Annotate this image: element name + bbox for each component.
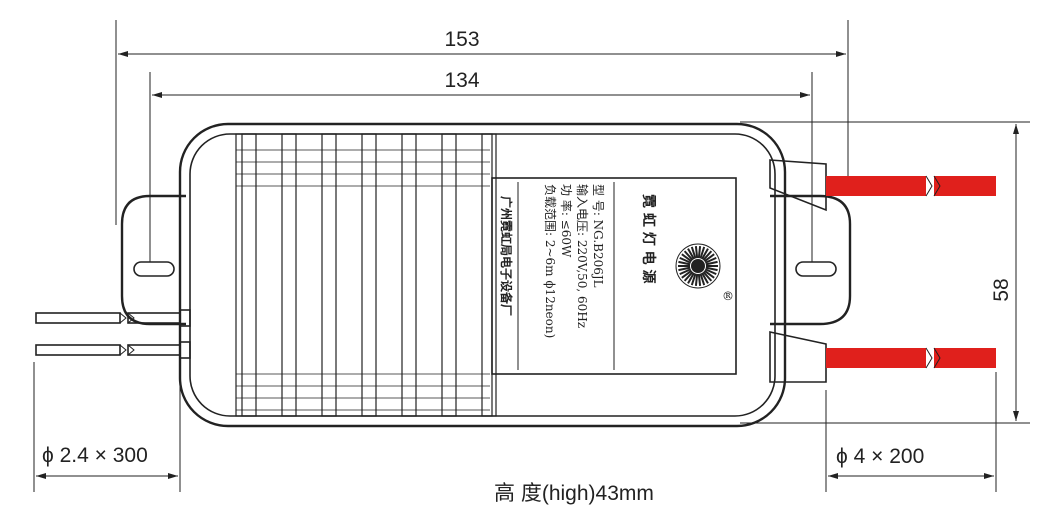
logo-ray [697,246,702,259]
input-wire-top [35,312,181,324]
logo-ray [694,273,699,286]
depth-note: 高 度(high)43mm [494,482,654,505]
logo-ray [702,271,713,282]
nameplate-power: 功 率: ≤60W [559,184,574,258]
logo-ray [703,253,715,263]
output-terminal-top [769,159,827,212]
logo-ray [699,273,706,286]
logo-ray [678,266,691,272]
dimension-mount-spacing: 134 [149,69,813,262]
logo-ray [681,269,693,279]
sunburst-logo [675,243,721,289]
input-terminal-bottom [179,341,191,359]
logo-ray [701,272,709,284]
logo-ray [694,246,699,259]
logo-ray [690,246,697,259]
logo-ray [704,256,717,264]
logo-ray [687,248,695,260]
mounting-flange-right [770,194,852,326]
dimension-overall-length: 153 [115,20,849,225]
mounting-flange-left [120,194,186,326]
logo-ray [690,273,697,286]
dimension-height: 58 [740,121,1030,424]
registered-mark: ® [722,289,734,303]
logo-ray [699,246,706,259]
cooling-fins [235,133,497,417]
logo-ray [703,269,715,279]
logo-ray [701,248,709,260]
logo-ray [705,266,718,272]
logo-ray [697,273,702,286]
logo-ray [681,253,693,263]
nameplate: 霓 虹 灯 电 源 型 号: NG.B206JL 输入电压: 220V,50, … [491,177,737,375]
output-wire-bottom [826,347,996,369]
logo-ray [705,260,718,266]
logo-ray [679,256,692,264]
logo-ray [683,250,694,261]
height-label: 58 [990,278,1013,301]
dimension-input-wire: ϕ 2.4 × 300 [33,362,181,492]
nameplate-load-range: 负载范围: 2~6m ϕ12neon) [543,184,557,338]
nameplate-maker: 广州霓虹局电子设备厂 [499,196,514,316]
input-wire-label: ϕ 2.4 × 300 [42,444,148,467]
nameplate-voltage: 输入电压: 220V,50, 60Hz [575,184,590,328]
output-wire-label: ϕ 4 × 200 [836,445,924,468]
logo-ray [678,260,691,266]
logo-ray [704,268,717,276]
dimension-output-wire: ϕ 4 × 200 [825,372,997,492]
logo-ray [679,268,692,276]
mount-spacing-label: 134 [444,69,479,92]
output-terminal-bottom [769,331,827,383]
input-wire-bottom [35,344,181,356]
logo-ray [683,271,694,282]
nameplate-model: 型 号: NG.B206JL [591,184,605,288]
logo-core [691,259,705,273]
logo-ray [687,272,695,284]
logo-ray [702,250,713,261]
nameplate-title: 霓 虹 灯 电 源 [640,194,657,284]
overall-length-label: 153 [444,28,479,51]
output-wire-top [826,175,996,197]
